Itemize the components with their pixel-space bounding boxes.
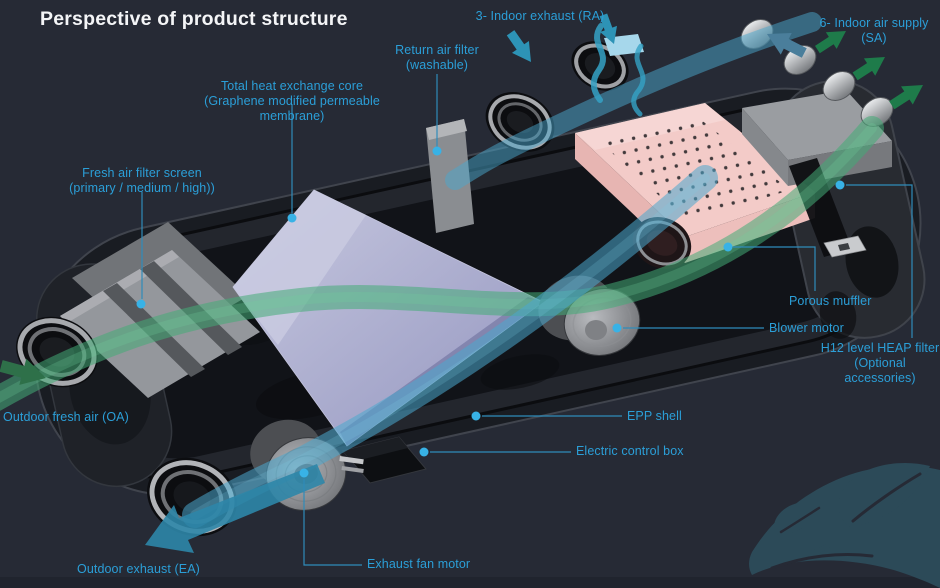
- dot-exhaust-fan: [299, 468, 309, 478]
- leader-lines: [141, 74, 913, 566]
- outdoor-exhaust-arrow-icon: [145, 464, 325, 553]
- page-title: Perspective of product structure: [40, 8, 348, 30]
- dot-control-box: [419, 447, 429, 457]
- label-epp-shell: EPP shell: [627, 409, 682, 423]
- label-electric-control-box: Electric control box: [576, 444, 684, 458]
- dot-heat-core: [287, 213, 297, 223]
- exhaust-flow-band-top: [445, 12, 822, 190]
- return-air-swirl-2: [631, 43, 646, 117]
- dot-return-filter: [432, 146, 442, 156]
- airflow-arrows: [0, 11, 929, 553]
- bottom-strip: [0, 577, 940, 588]
- leaf-decoration-icon: [749, 463, 940, 588]
- label-exhaust-fan-motor: Exhaust fan motor: [367, 557, 471, 571]
- leader-heap-filter: [846, 184, 913, 338]
- leader-porous-muffler: [733, 246, 816, 291]
- indoor-exhaust-arrow-icon: [502, 26, 540, 68]
- label-indoor-exhaust-ra: 3- Indoor exhaust (RA): [475, 9, 605, 23]
- dot-blower-motor: [612, 323, 622, 333]
- label-heap-filter: H12 level HEAP filter (Optional accessor…: [820, 341, 940, 385]
- dot-fresh-filter: [136, 299, 146, 309]
- label-outdoor-exhaust-ea: Outdoor exhaust (EA): [77, 562, 200, 576]
- label-indoor-air-supply-sa: 6- Indoor air supply (SA): [819, 16, 929, 45]
- label-return-air-filter: Return air filter (washable): [395, 43, 479, 72]
- exhaust-flow-band-main: [182, 165, 718, 528]
- callout-dots: [136, 146, 845, 478]
- fresh-air-flow-band: [0, 116, 884, 411]
- supply-air-arrow-icon-2: [849, 48, 891, 86]
- label-outdoor-fresh-air-oa: Outdoor fresh air (OA): [3, 410, 129, 424]
- label-fresh-air-filter: Fresh air filter screen (primary / mediu…: [69, 166, 215, 195]
- dot-epp-shell: [471, 411, 481, 421]
- airflow-bands: [0, 12, 884, 528]
- dot-heap-filter: [835, 180, 845, 190]
- label-blower-motor: Blower motor: [769, 321, 844, 335]
- dot-porous-muffler: [723, 242, 733, 252]
- return-air-swirl: [590, 23, 606, 103]
- label-porous-muffler: Porous muffler: [789, 294, 872, 308]
- label-heat-exchange-core: Total heat exchange core (Graphene modif…: [204, 79, 380, 123]
- leader-exhaust-fan: [303, 479, 362, 566]
